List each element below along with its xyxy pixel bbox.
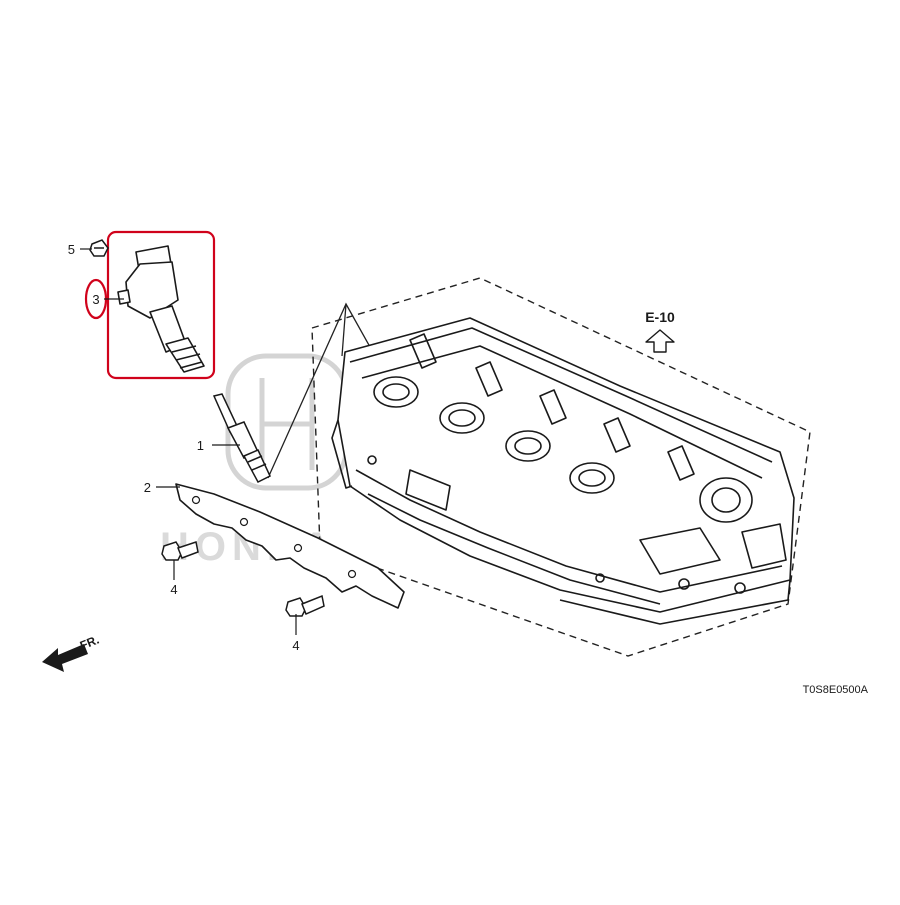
callout-leaders [80, 248, 297, 635]
callout-1: 1 [197, 438, 204, 453]
coil-bolt [89, 239, 109, 257]
callout-4-right: 4 [292, 638, 299, 653]
ignition-coil [117, 245, 205, 373]
gasket-holes [191, 495, 357, 579]
flange-bolt-right [285, 594, 325, 617]
callout-5: 5 [68, 242, 75, 257]
cylinder-head [331, 317, 795, 625]
valve-bores [373, 376, 615, 494]
callout-3: 3 [92, 292, 99, 307]
front-marker: FR. [78, 633, 101, 653]
section-reference: E-10 [645, 309, 675, 325]
section-arrow-icon [645, 329, 675, 353]
front-arrow-icon [42, 644, 88, 672]
diagram-code: T0S8E0500A [803, 684, 869, 696]
flange-bolt-left [161, 541, 199, 561]
spark-plug [212, 393, 271, 483]
assembly-boundary [311, 277, 811, 657]
coil-highlight-box [106, 230, 216, 380]
callout-4-left: 4 [170, 582, 177, 597]
tube-seal-gasket [175, 483, 405, 609]
callout-2: 2 [144, 480, 151, 495]
